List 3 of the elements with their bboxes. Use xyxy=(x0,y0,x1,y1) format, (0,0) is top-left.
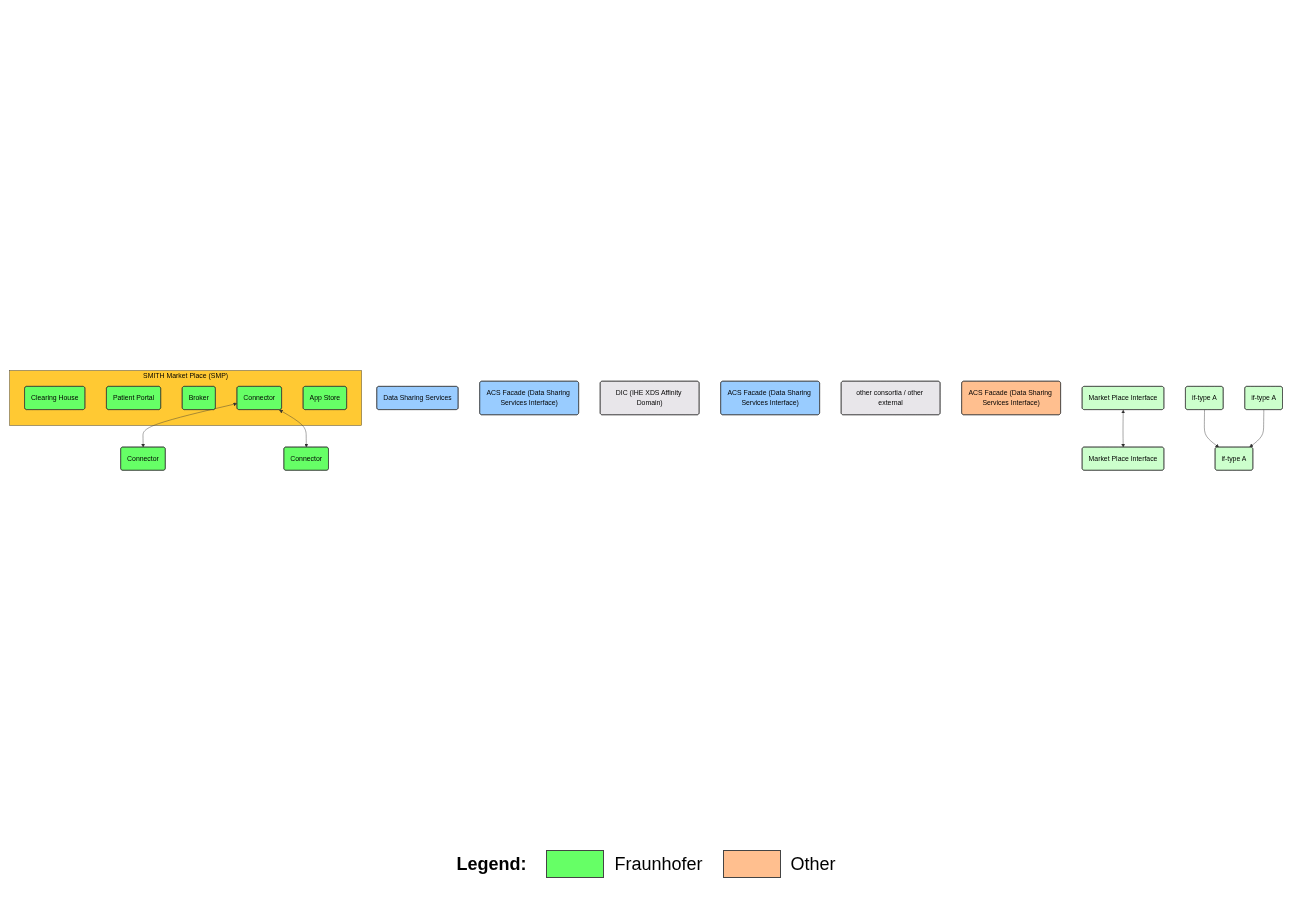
legend-text: Other xyxy=(790,853,836,875)
legend-text: Fraunhofer xyxy=(614,853,703,875)
legend-title: Legend: xyxy=(456,853,527,875)
